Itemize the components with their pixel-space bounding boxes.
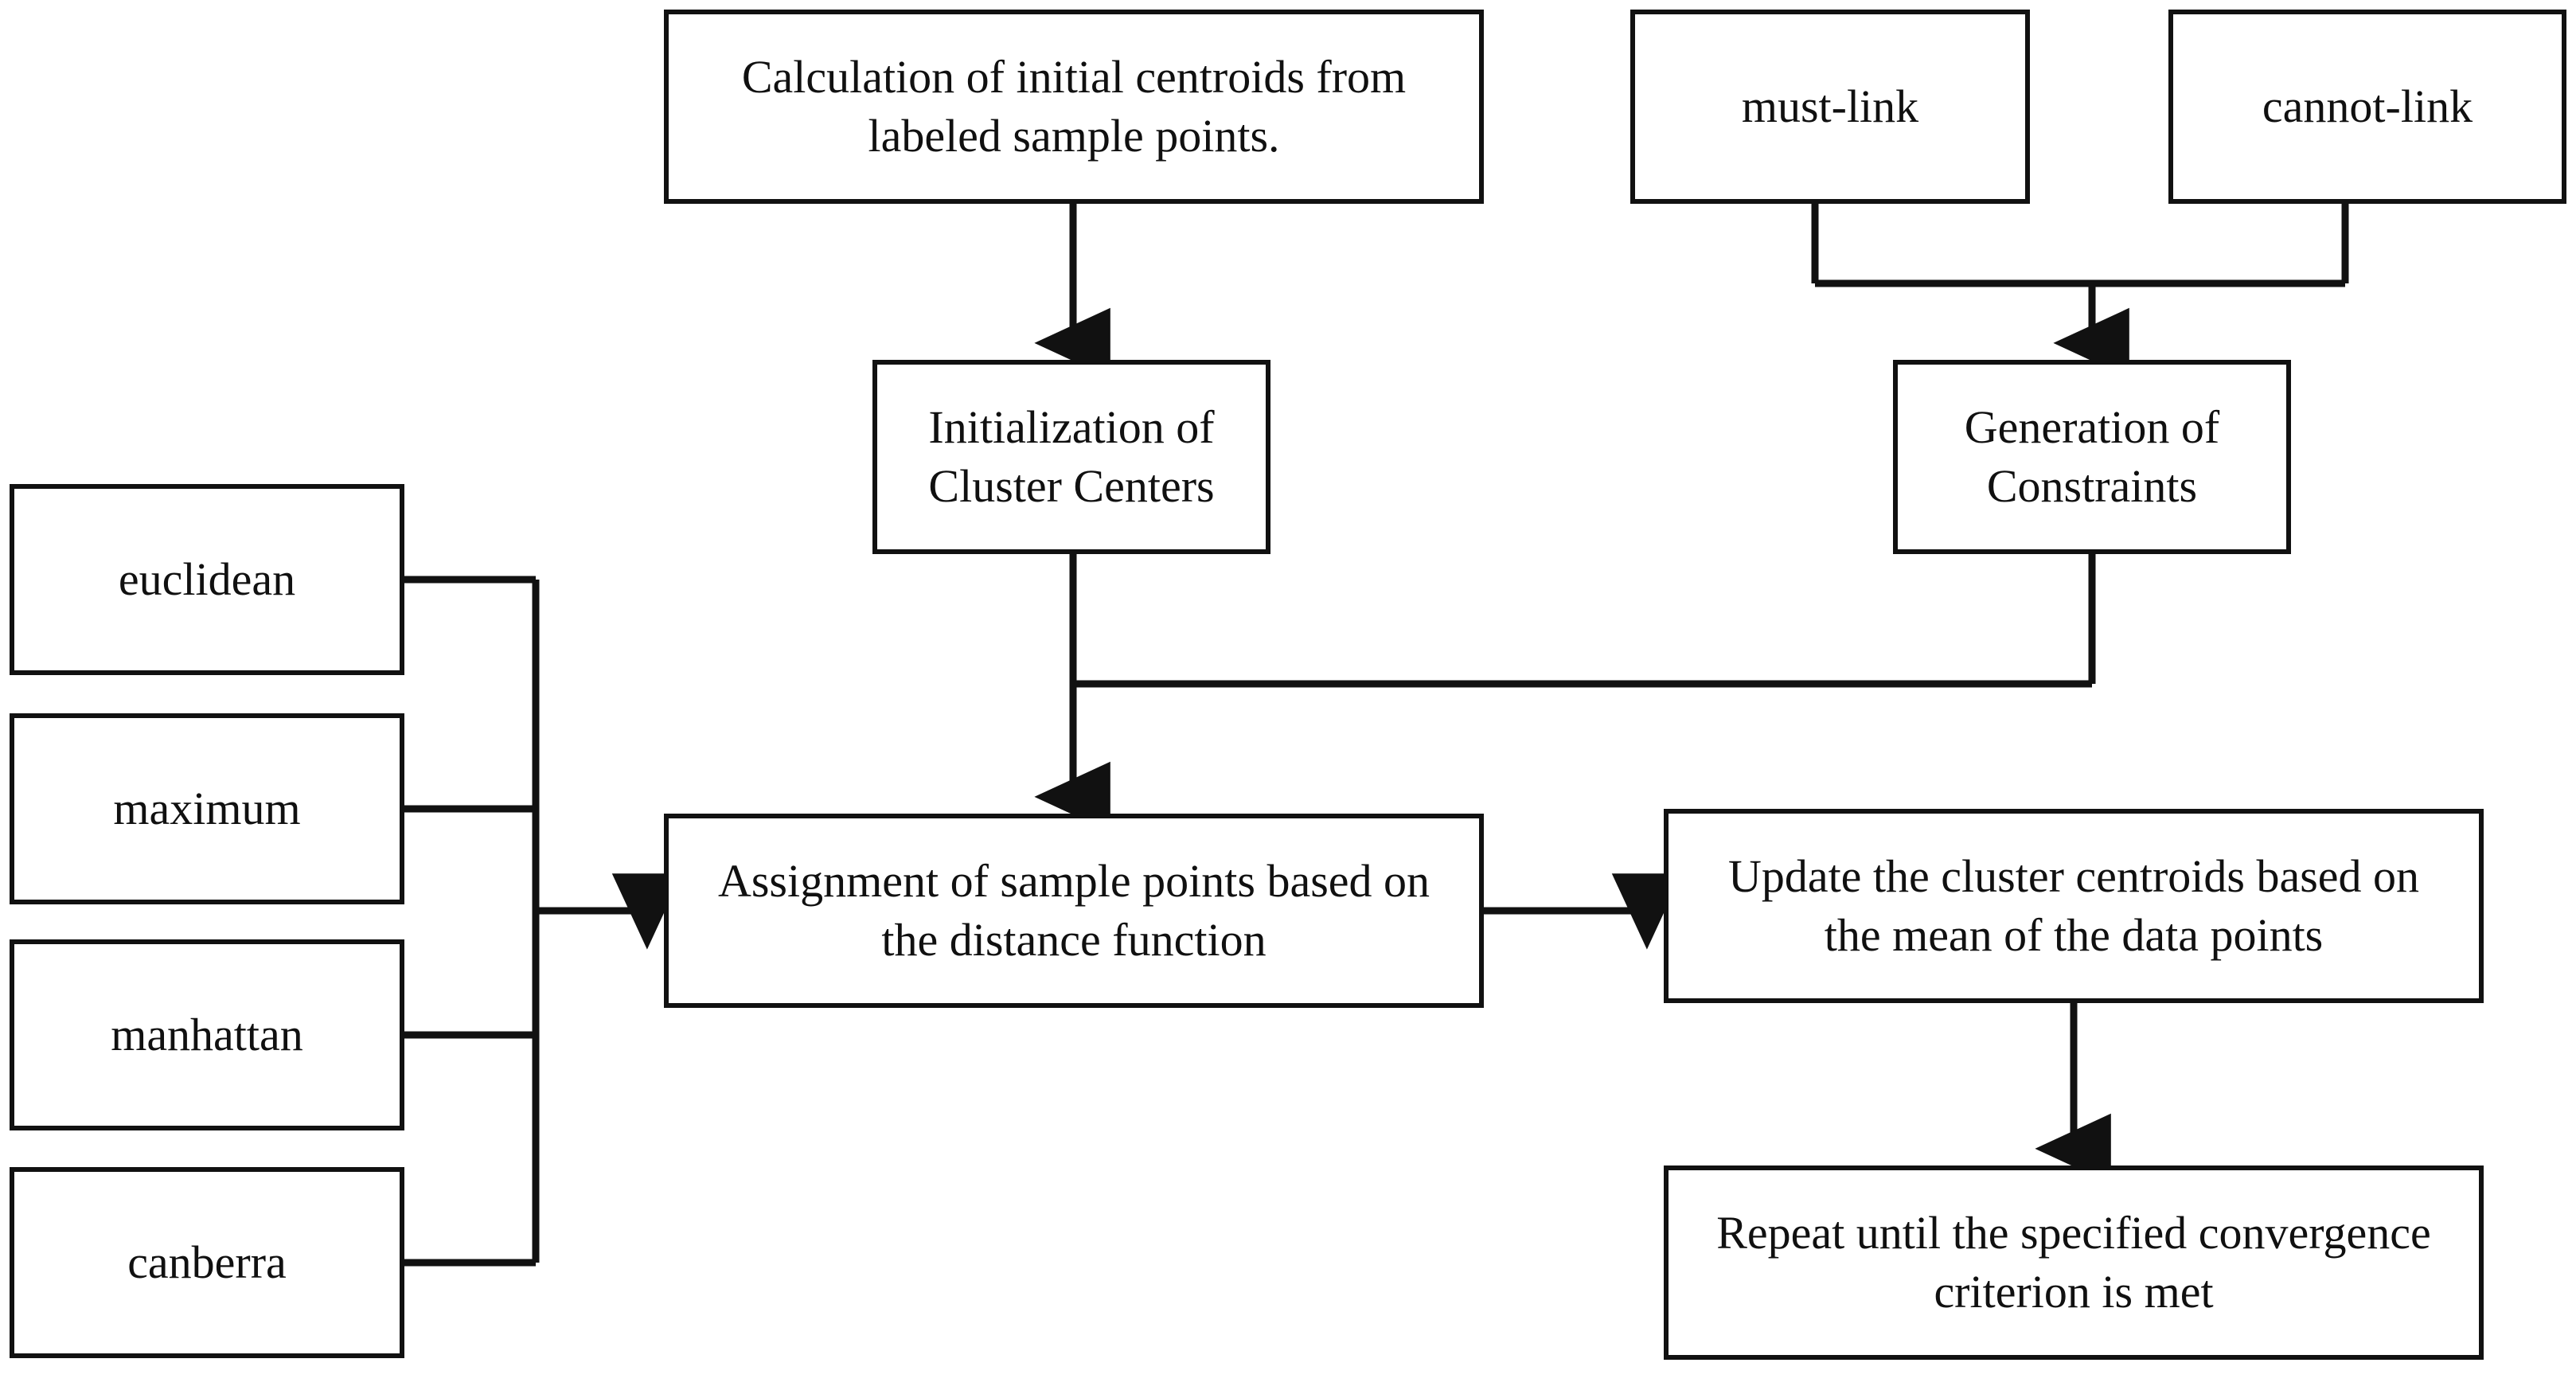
node-label: Repeat until the specified convergence c… [1716,1206,2431,1318]
node-generation-of-constraints[interactable]: Generation of Constraints [1893,360,2291,554]
node-initialization-of-cluster-centers[interactable]: Initialization of Cluster Centers [872,360,1270,554]
node-label: euclidean [118,552,296,605]
node-label: Update the cluster centroids based on th… [1727,849,2420,961]
node-must-link[interactable]: must-link [1630,10,2030,204]
node-label: Initialization of Cluster Centers [928,400,1215,512]
node-repeat-until-convergence[interactable]: Repeat until the specified convergence c… [1664,1165,2484,1360]
node-label: must-link [1741,80,1919,132]
node-label: manhattan [111,1008,303,1060]
node-canberra[interactable]: canberra [10,1167,404,1358]
node-assignment-of-sample-points[interactable]: Assignment of sample points based on the… [664,814,1484,1008]
node-update-cluster-centroids[interactable]: Update the cluster centroids based on th… [1664,809,2484,1003]
node-cannot-link[interactable]: cannot-link [2168,10,2566,204]
node-maximum[interactable]: maximum [10,713,404,904]
node-label: Calculation of initial centroids from la… [741,50,1407,162]
node-euclidean[interactable]: euclidean [10,484,404,675]
node-manhattan[interactable]: manhattan [10,939,404,1130]
node-calculation-of-initial-centroids[interactable]: Calculation of initial centroids from la… [664,10,1484,204]
node-label: canberra [127,1236,287,1288]
node-label: Assignment of sample points based on the… [717,854,1430,966]
node-label: Generation of Constraints [1964,400,2220,512]
node-label: maximum [113,782,301,834]
node-label: cannot-link [2262,80,2473,132]
